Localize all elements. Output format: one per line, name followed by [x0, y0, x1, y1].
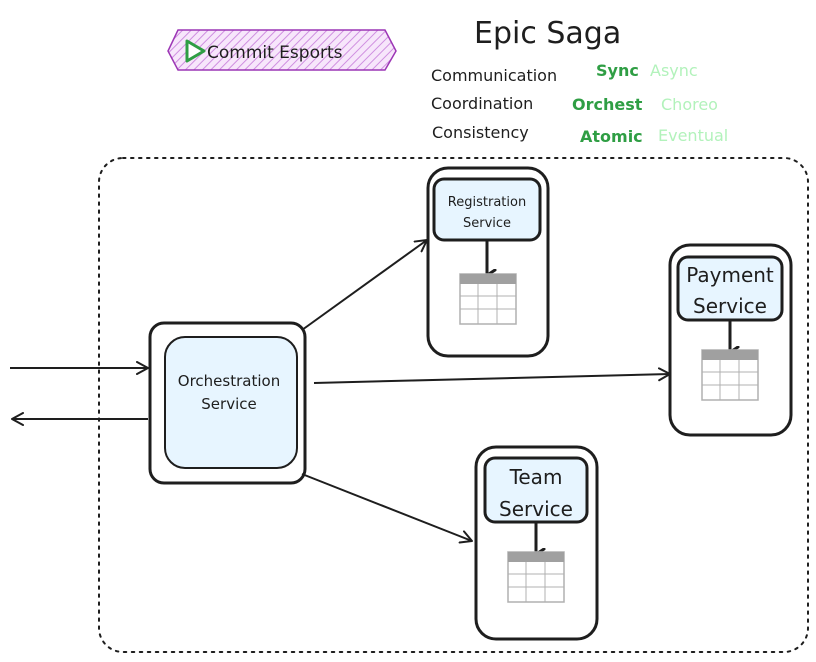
service-name: Payment [686, 263, 774, 287]
database-table-icon [701, 349, 759, 401]
dimension-selected: Orchest [572, 95, 643, 114]
database-table-icon [507, 551, 565, 603]
dimension-selected: Sync [596, 61, 639, 80]
dimension-selected: Atomic [580, 127, 643, 146]
dimension-row-consistency: Consistency Atomic Eventual [432, 123, 728, 146]
play-triangle-icon [185, 39, 206, 63]
logo-badge: Commit Esports [167, 29, 397, 71]
dimension-other: Async [650, 61, 698, 80]
arrow-to-payment [313, 367, 671, 384]
registration-service: Registration Service [426, 166, 550, 358]
dimension-label: Communication [431, 66, 557, 85]
arrow-to-registration [301, 239, 428, 331]
dimension-other: Eventual [658, 126, 728, 145]
dimension-other: Choreo [661, 95, 718, 114]
service-name: Team [509, 465, 563, 489]
dimension-row-communication: Communication Sync Async [431, 61, 698, 85]
service-name: Service [693, 294, 767, 318]
payment-service: Payment Service [668, 243, 793, 437]
saga-boundary [98, 157, 809, 653]
dimension-row-coordination: Coordination Orchest Choreo [431, 94, 718, 114]
arrow-to-team [301, 473, 473, 544]
database-table-icon [459, 273, 517, 325]
service-name: Service [463, 216, 511, 231]
page-title: Epic Saga [474, 16, 621, 51]
service-name: Orchestration [178, 372, 280, 390]
team-service: Team Service [474, 445, 599, 641]
service-name: Service [499, 497, 573, 521]
logo-text: Commit Esports [207, 43, 343, 63]
dimension-label: Coordination [431, 94, 533, 113]
service-name: Registration [448, 195, 526, 210]
orchestration-service: Orchestration Service [148, 321, 307, 485]
service-name: Service [201, 395, 256, 413]
dimension-label: Consistency [432, 123, 529, 142]
